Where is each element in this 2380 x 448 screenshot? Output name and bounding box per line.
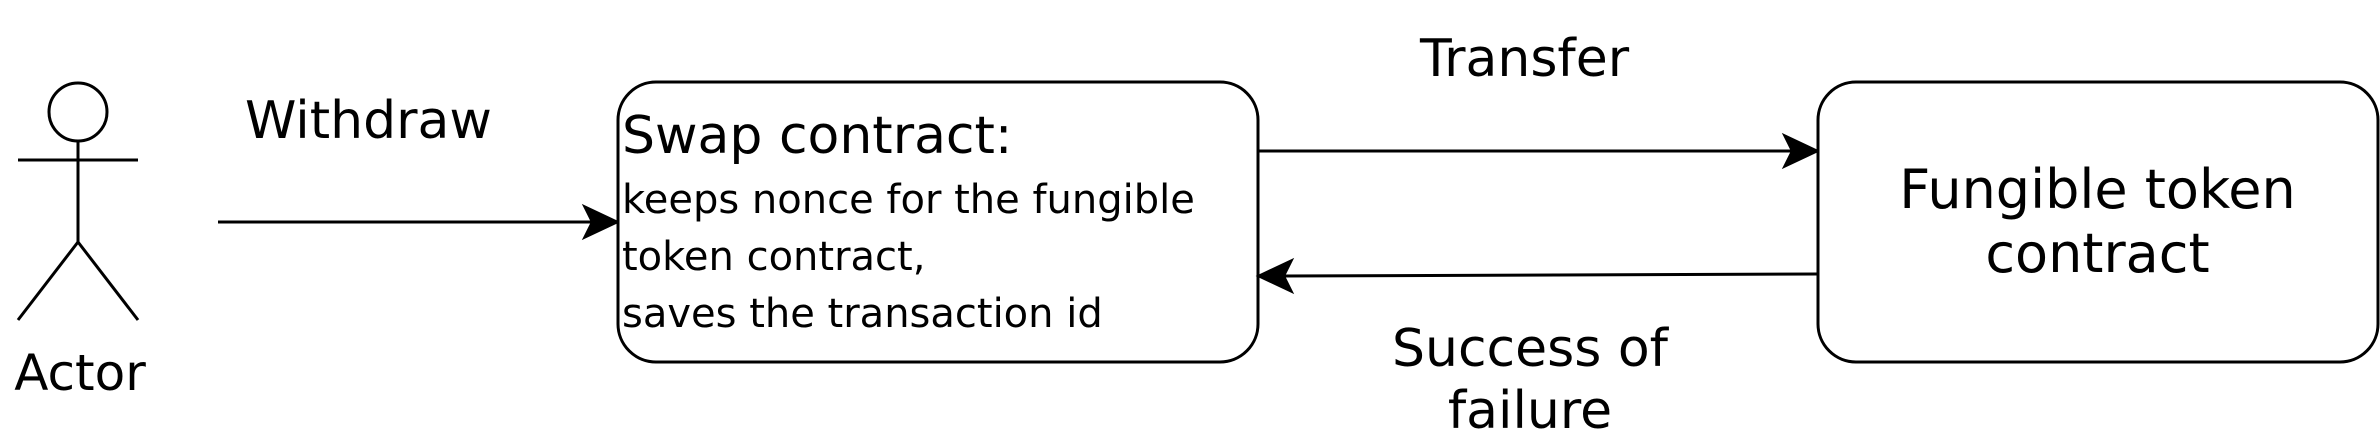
withdraw-label: Withdraw <box>245 91 492 151</box>
swap-contract-line-1: keeps nonce for the fungible <box>622 177 1195 223</box>
success-label: Success of failure <box>1360 318 1700 443</box>
transfer-arrowhead <box>1781 132 1821 170</box>
swap-contract-title: Swap contract: <box>622 106 1013 166</box>
fungible-token-line-1: Fungible token <box>1899 158 2296 221</box>
transfer-label: Transfer <box>1420 29 1630 89</box>
swap-contract-description: keeps nonce for the fungible token contr… <box>622 172 1195 342</box>
actor-label: Actor <box>14 344 146 402</box>
actor-left-leg <box>16 241 80 321</box>
fungible-token-contract-label: Fungible token contract <box>1820 158 2375 285</box>
actor-right-leg <box>76 241 140 321</box>
withdraw-arrow <box>218 203 621 241</box>
swap-contract-box <box>616 80 1260 364</box>
swap-contract-line-3: saves the transaction id <box>622 290 1103 337</box>
actor-head <box>47 81 109 143</box>
withdraw-arrowhead <box>581 203 621 241</box>
actor-figure <box>16 81 140 321</box>
fungible-token-contract-box <box>1816 80 2380 364</box>
fungible-token-line-2: contract <box>1985 221 2210 285</box>
success-label-line-2: failure <box>1447 381 1613 442</box>
success-arrowhead <box>1255 257 1295 295</box>
transfer-arrow <box>1258 132 1821 170</box>
success-arrow <box>1255 257 1819 295</box>
success-label-line-1: Success of <box>1392 319 1668 379</box>
swap-contract-line-2: token contract, <box>622 233 926 280</box>
